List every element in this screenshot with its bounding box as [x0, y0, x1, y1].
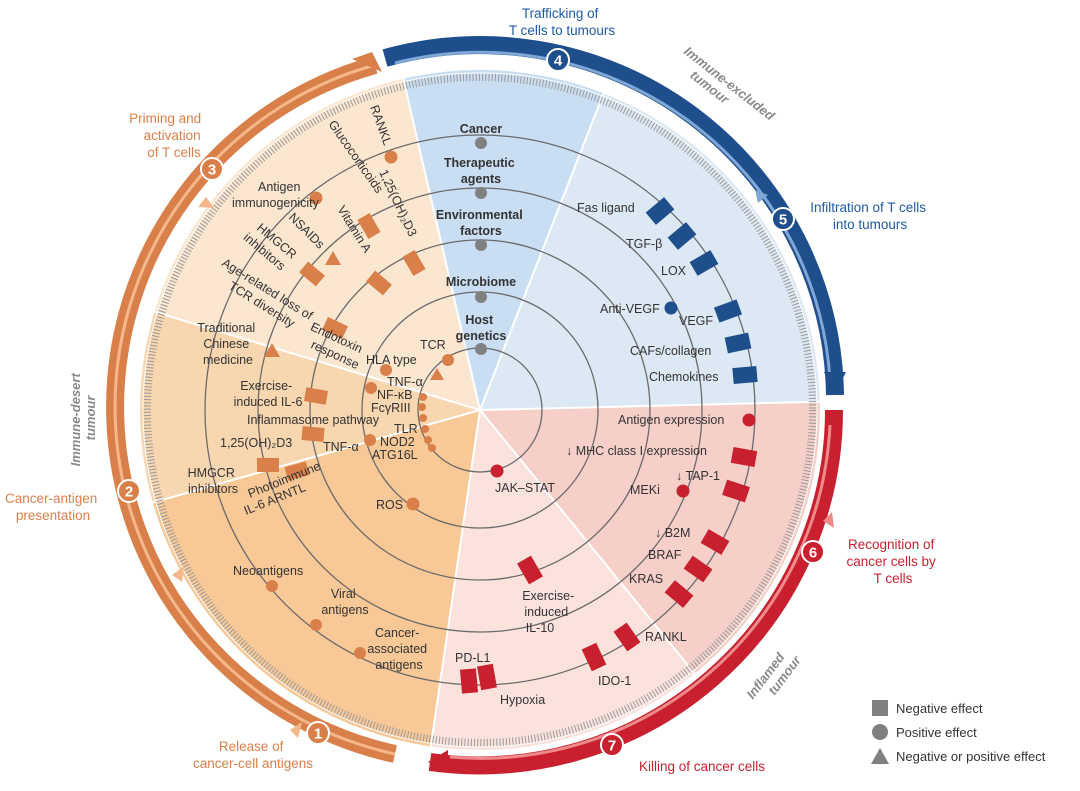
label-braf: BRAF: [648, 548, 682, 562]
label-anti-vegf: Anti-VEGF: [600, 302, 660, 316]
stage-titles: Release of cancer-cell antigens Cancer-a…: [5, 6, 939, 774]
label-mhc-class-i: ↓ MHC class I expression: [566, 444, 707, 458]
stage-2-title: Cancer-antigen presentation: [5, 491, 101, 523]
stage-3-badge: 3: [200, 157, 224, 181]
label-vitamin-d-2: 1,25(OH)₂D3: [220, 436, 292, 450]
svg-text:4: 4: [554, 53, 563, 70]
inflamed-label: Inflamed tumour: [743, 643, 804, 710]
legend-circle-icon: [872, 724, 888, 740]
svg-text:6: 6: [809, 545, 817, 562]
label-nod2: NOD2: [380, 435, 415, 449]
label-antigen-immunogenicity: Antigen immunogenicity: [232, 180, 320, 210]
label-viral-antigens: Viral antigens: [321, 587, 368, 617]
orange-markers: [257, 150, 454, 659]
sector-stage-4: [385, 70, 640, 410]
stage-5-badge: 5: [771, 207, 795, 231]
label-hla-type: HLA type: [366, 353, 417, 367]
ring-label-host-genetics: Host genetics: [456, 313, 507, 343]
ring-labels: Cancer Therapeutic agents Environmental …: [436, 122, 526, 355]
svg-text:3: 3: [208, 162, 216, 179]
stage-arcs: [106, 36, 846, 775]
label-neoantigens: Neoantigens: [233, 564, 303, 578]
stage-7-badge: 7: [600, 733, 624, 757]
svg-text:2: 2: [125, 484, 133, 501]
label-tnfa-2: TNF-α: [323, 440, 359, 454]
label-ido1: IDO-1: [598, 674, 631, 688]
stage-6-title: Recognition of cancer cells by T cells: [846, 537, 939, 586]
label-atg16l: ATG16L: [372, 448, 418, 462]
svg-text:5: 5: [779, 212, 787, 229]
label-hypoxia: Hypoxia: [500, 693, 545, 707]
label-tlr: TLR: [394, 422, 418, 436]
label-jak-stat: JAK–STAT: [495, 481, 555, 495]
label-exercise-il6: Exercise- induced IL-6: [234, 379, 303, 409]
ring-label-therapeutic: Therapeutic agents: [444, 156, 518, 186]
ring-label-cancer: Cancer: [460, 122, 503, 136]
label-hmgcr-2: HMGCR inhibitors: [188, 466, 239, 496]
label-cancer-associated: Cancer- associated antigens: [367, 626, 430, 672]
label-rankl-red: RANKL: [645, 630, 687, 644]
svg-text:1: 1: [314, 726, 322, 743]
label-tnfa-1: TNF-α: [387, 375, 423, 389]
label-nfkb: NF-κB: [377, 388, 412, 402]
label-antigen-expression: Antigen expression: [618, 413, 724, 427]
ring-label-environmental: Environmental factors: [436, 208, 526, 238]
legend-triangle-icon: [871, 748, 889, 764]
label-meki: MEKi: [630, 483, 660, 497]
label-chemokines: Chemokines: [649, 370, 718, 384]
stage-4-title: Trafficking of T cells to tumours: [509, 6, 616, 38]
red-factor-labels: Antigen expression ↓ MHC class I express…: [455, 413, 724, 707]
label-ros: ROS: [376, 498, 403, 512]
label-tap1: ↓ TAP-1: [676, 469, 720, 483]
red-markers: [459, 413, 758, 694]
label-vegf: VEGF: [679, 314, 713, 328]
stage-5-title: Infiltration of T cells into tumours: [810, 200, 930, 232]
legend-square-icon: [872, 700, 888, 716]
label-cafs: CAFs/collagen: [630, 344, 711, 358]
legend-both: Negative or positive effect: [896, 749, 1046, 764]
label-exercise-il10: Exercise- induced IL-10: [522, 589, 578, 635]
stage-4-badge: 4: [546, 48, 570, 72]
svg-text:7: 7: [608, 738, 616, 755]
stage-1-title: Release of cancer-cell antigens: [193, 739, 313, 771]
tick-ring: [143, 73, 817, 747]
ring-label-microbiome: Microbiome: [446, 275, 516, 289]
stage-6-badge: 6: [801, 540, 825, 564]
sector-stage-2: [140, 250, 480, 560]
label-b2m: ↓ B2M: [655, 526, 690, 540]
blue-markers: [645, 197, 758, 385]
label-fas-ligand: Fas ligand: [577, 201, 635, 215]
stage-badges: 1 2 3 4 5 6 7: [117, 48, 825, 757]
legend-negative: Negative effect: [896, 701, 983, 716]
label-traditional-chinese-medicine: Traditional Chinese medicine: [197, 321, 258, 367]
stage-7-title: Killing of cancer cells: [639, 759, 765, 774]
stage-2-badge: 2: [117, 479, 141, 503]
label-tgfb: TGF-β: [626, 237, 662, 251]
blue-factor-labels: Fas ligand TGF-β LOX Anti-VEGF VEGF CAFs…: [577, 201, 718, 384]
label-pd-l1: PD-L1: [455, 651, 490, 665]
label-fcgr: FcγRIII: [371, 401, 411, 415]
label-kras: KRAS: [629, 572, 663, 586]
label-tcr: TCR: [420, 338, 446, 352]
legend: Negative effect Positive effect Negative…: [871, 700, 1046, 764]
legend-positive: Positive effect: [896, 725, 977, 740]
immune-desert-label: Immune-desert tumour: [68, 370, 98, 467]
label-inflammasome: Inflammasome pathway: [247, 413, 380, 427]
stage-1-badge: 1: [306, 721, 330, 745]
stage-3-title: Priming and activation of T cells: [129, 111, 205, 160]
label-lox: LOX: [661, 264, 687, 278]
